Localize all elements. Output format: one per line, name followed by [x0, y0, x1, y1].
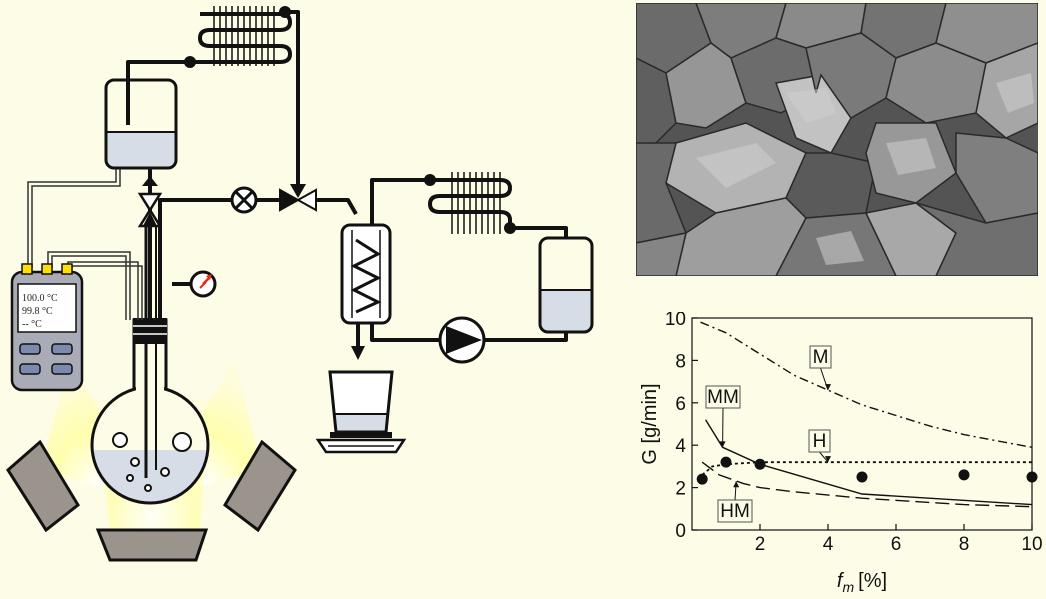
y-tick-label: 6: [675, 394, 686, 415]
y-axis-label: G [g/min]: [639, 383, 661, 464]
flow-arrow-down: [351, 346, 365, 360]
x-axis-subscript: m: [842, 579, 854, 594]
thermometer-reading-1: 100.0 °C: [22, 293, 58, 304]
y-tick-label: 4: [675, 436, 686, 457]
x-axis-label: fm[%]: [837, 570, 887, 594]
data-point: [697, 474, 708, 485]
series-label-hm: HM: [720, 501, 750, 522]
collection-beaker: [330, 372, 392, 434]
y-tick-label: 10: [665, 312, 686, 330]
x-tick-label: 6: [891, 534, 902, 555]
sem-micrograph-flakes-icon: [636, 3, 1038, 276]
thermometer-reading-3: -- °C: [22, 319, 42, 330]
series-label-m: M: [813, 347, 829, 368]
y-tick-label: 2: [675, 479, 686, 500]
data-point: [1027, 472, 1038, 483]
circulation-pump: [440, 318, 484, 362]
coolant-reservoir: [540, 238, 592, 335]
pressure-gauge: [191, 272, 215, 296]
y-tick-label: 8: [675, 351, 686, 372]
condenser-right: [430, 172, 510, 234]
x-tick-label: 10: [1021, 534, 1042, 555]
weighing-balance: [318, 432, 404, 452]
condenser-top: [190, 6, 290, 66]
y-tick-label: 0: [675, 521, 686, 542]
data-point: [721, 457, 732, 468]
data-point: [857, 472, 868, 483]
three-way-valve: [280, 184, 316, 210]
sem-micrograph: [636, 3, 1038, 276]
lamp-bottom: [98, 530, 206, 560]
flask-stopper: [133, 318, 167, 344]
thermometer-reading-2: 99.8 °C: [22, 306, 53, 317]
x-tick-label: 8: [959, 534, 970, 555]
shutoff-valve: [232, 188, 256, 212]
digital-thermometer: 100.0 °C 99.8 °C -- °C: [12, 150, 142, 390]
data-point: [755, 459, 766, 470]
series-label-h: H: [813, 431, 827, 452]
x-tick-label: 2: [755, 534, 766, 555]
data-point: [959, 469, 970, 480]
series-label-mm: MM: [707, 387, 739, 408]
x-tick-label: 4: [823, 534, 834, 555]
x-axis-unit: [%]: [858, 570, 887, 592]
feed-reservoir: [106, 80, 176, 172]
heat-exchanger: [342, 225, 390, 323]
